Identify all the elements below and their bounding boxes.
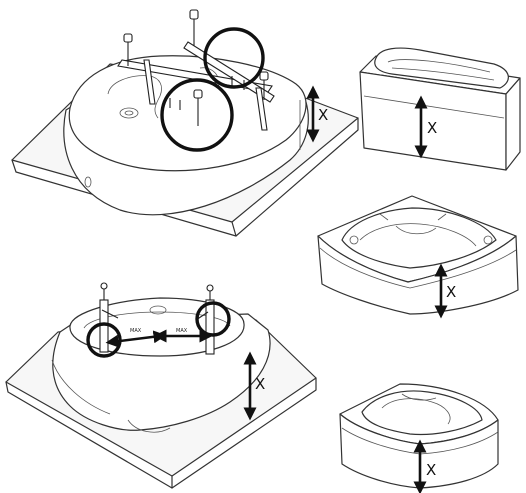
height-label: X [446, 283, 456, 301]
panel-corner-bath-frame: MAX MAX X [5, 282, 317, 489]
height-label: X [255, 375, 265, 393]
height-dimension: X [413, 439, 436, 493]
panel-asymmetric-bath-installed: X [339, 383, 499, 493]
height-label: X [427, 119, 437, 137]
height-dimension: X [243, 351, 265, 421]
panel-rectangular-bath-installed: X [359, 47, 521, 171]
detail-circle [195, 301, 231, 337]
detail-circle [86, 322, 122, 358]
panel-rectangular-bath-frame: X [11, 9, 359, 237]
panel-corner-bath-installed: X [317, 195, 519, 319]
max-label: MAX [130, 328, 142, 334]
height-dimension: X [306, 85, 328, 143]
detail-circle [160, 78, 234, 152]
detail-circle [203, 27, 265, 89]
height-label: X [318, 106, 328, 124]
bath-body-upside-down [63, 55, 309, 216]
height-dimension: X [414, 95, 437, 159]
height-label: X [426, 461, 436, 479]
height-dimension: X [434, 263, 456, 319]
max-label: MAX [176, 328, 188, 334]
